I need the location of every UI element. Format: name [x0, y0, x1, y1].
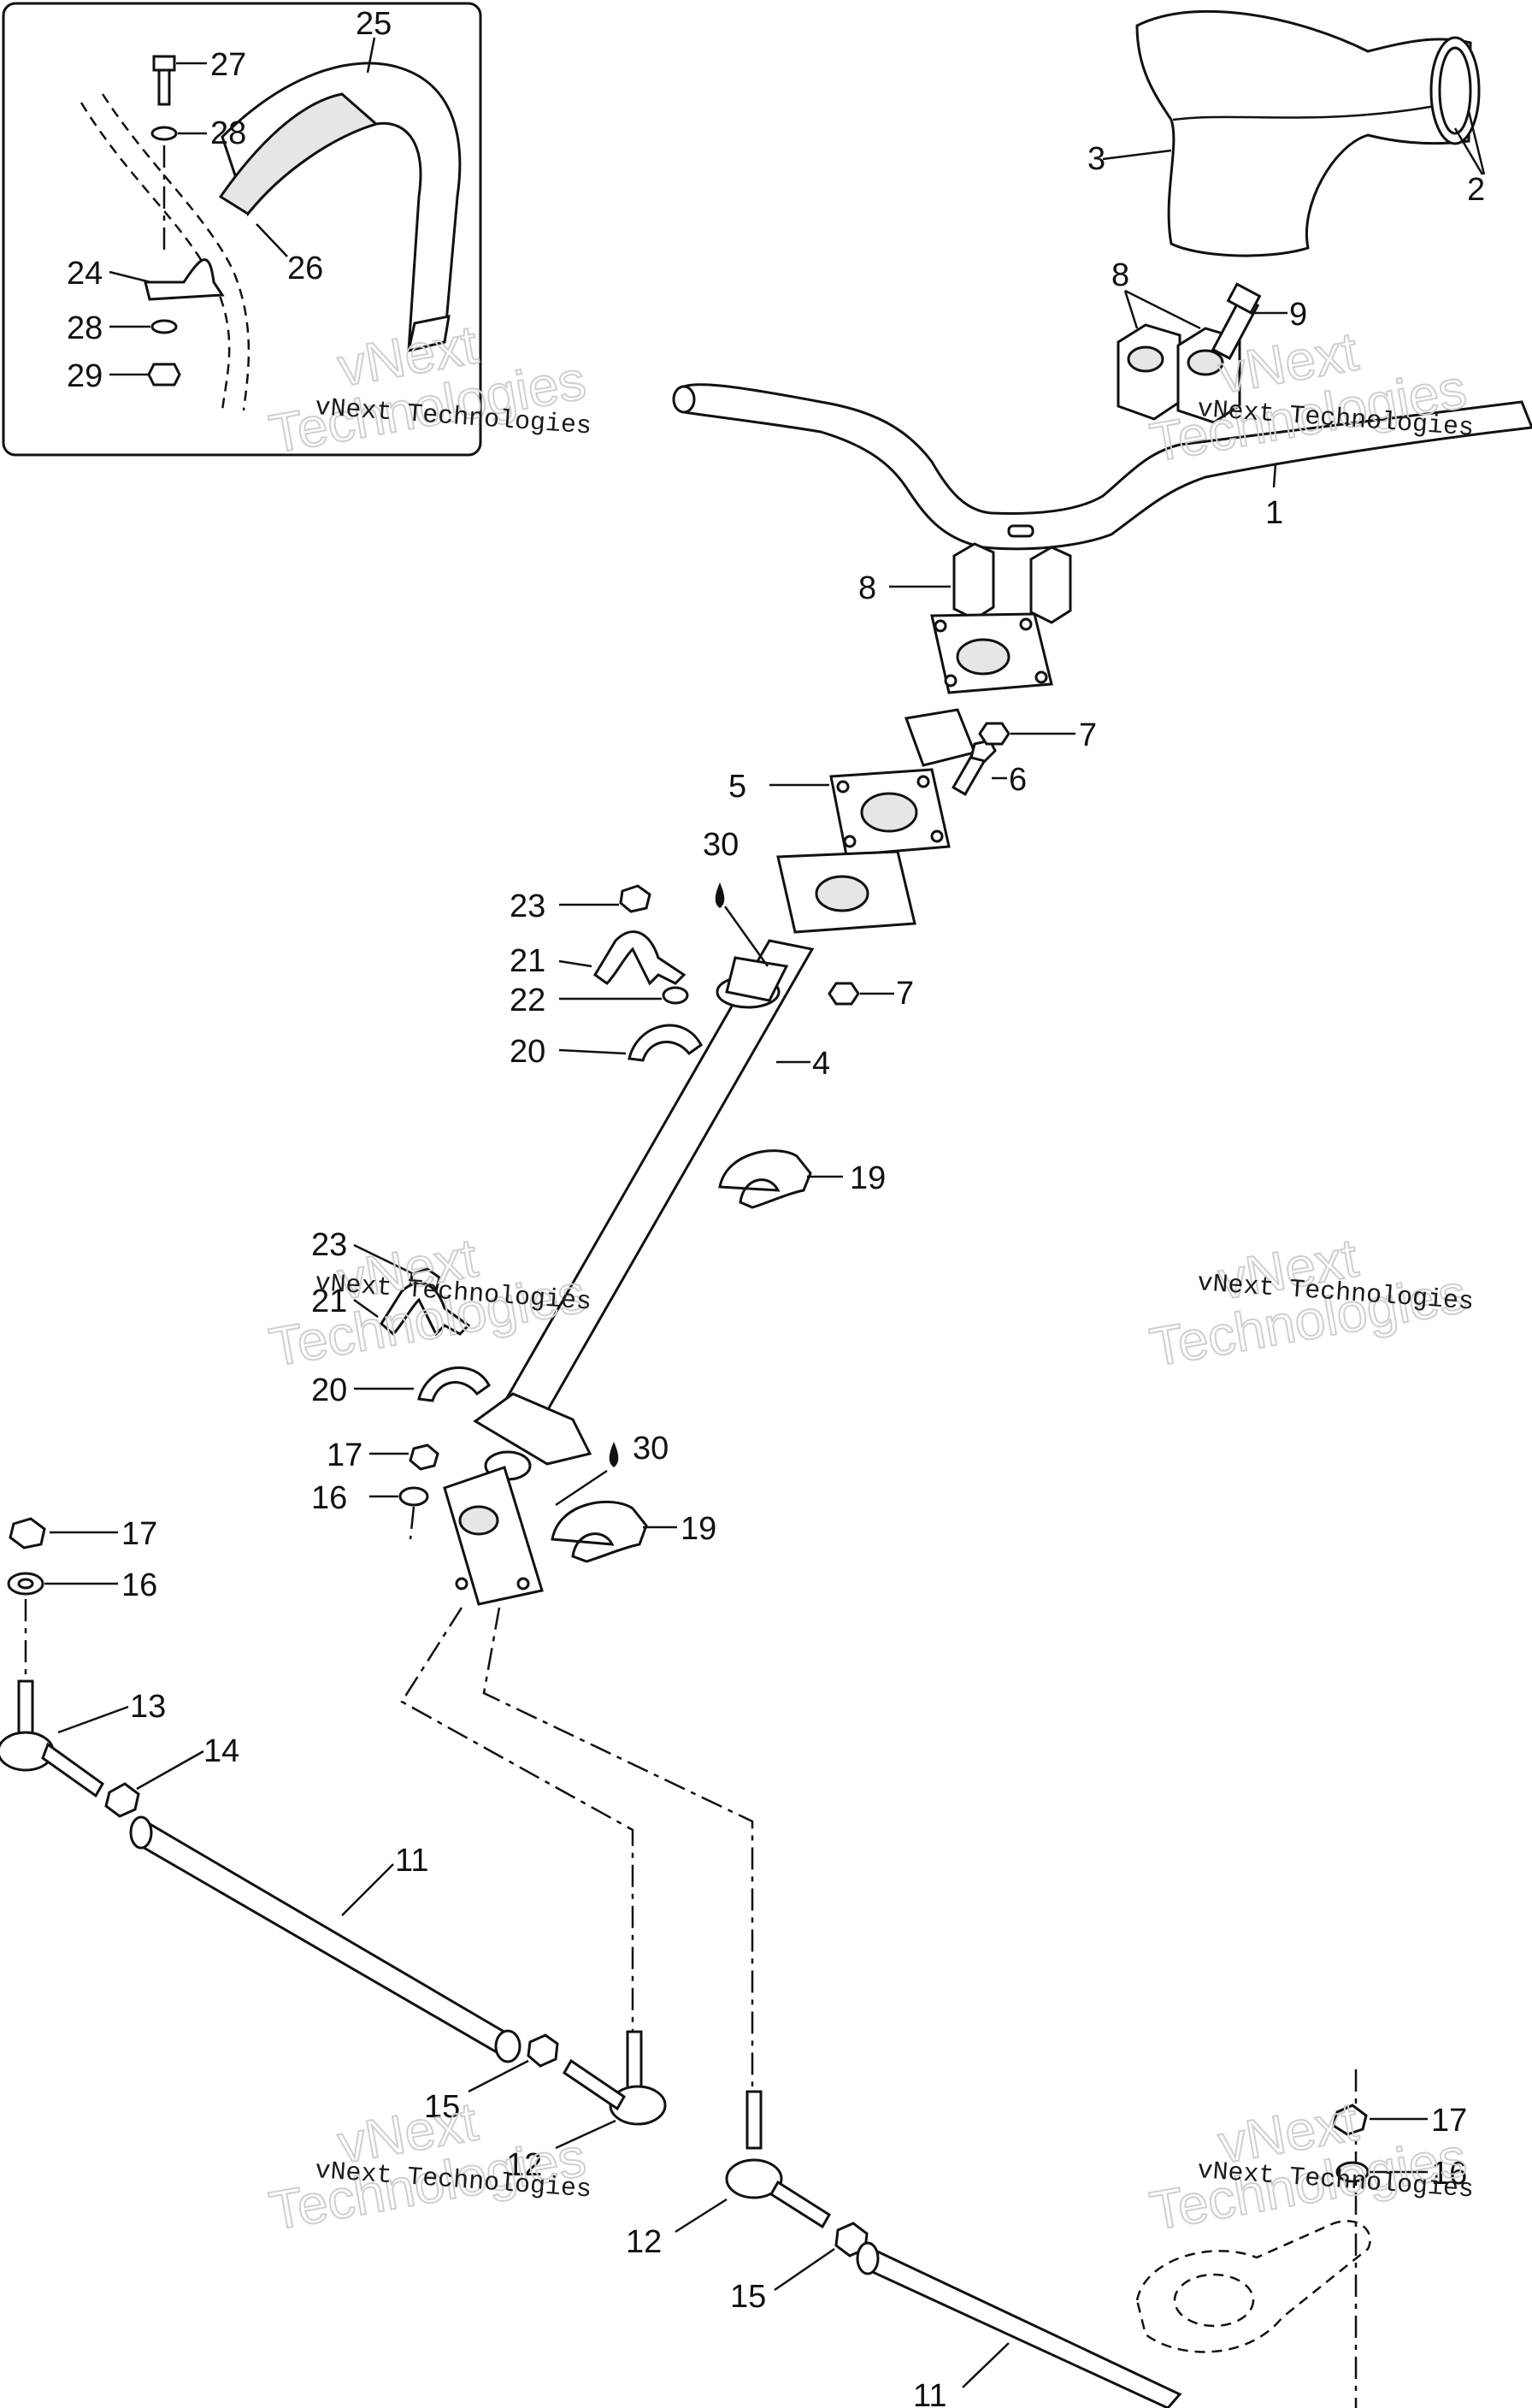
bolt-9	[1211, 282, 1262, 361]
callout-8-top: 8	[1111, 257, 1129, 293]
nut-14	[104, 1782, 140, 1818]
grease-drop-30-upper	[715, 882, 725, 908]
ball-joint-12-upper	[563, 2030, 667, 2126]
washer-16-column	[398, 1486, 429, 1507]
callout-16-right: 16	[1431, 2156, 1467, 2192]
callout-28-bottom: 28	[67, 310, 103, 346]
clamp-21-lower	[380, 1282, 471, 1337]
callout-23-upper: 23	[510, 888, 545, 924]
tie-rod-11-upper	[129, 1815, 521, 2063]
callout-17-column: 17	[327, 1437, 362, 1473]
nut-7-upper	[978, 722, 1011, 746]
callout-27: 27	[210, 47, 246, 83]
washer-28-top	[150, 126, 178, 141]
bushing-19-lower	[551, 1500, 648, 1563]
callout-20-lower: 20	[311, 1372, 347, 1408]
bushing-20-lower	[417, 1366, 491, 1402]
callout-21-lower: 21	[311, 1284, 347, 1319]
callout-7-lower: 7	[896, 976, 914, 1012]
steering-arm	[1135, 2220, 1371, 2353]
ball-joint-12-lower	[725, 2090, 832, 2229]
callout-13: 13	[130, 1689, 166, 1725]
handlebar-cover-3	[1135, 9, 1481, 257]
nut-17-left	[9, 1517, 46, 1549]
callout-12-upper: 12	[506, 2147, 542, 2183]
callout-29: 29	[67, 358, 103, 394]
callout-30-upper: 30	[703, 827, 739, 863]
callout-1: 1	[1265, 495, 1283, 531]
watermark-bottom-right: vNext Technologies vNext Technologies	[1145, 2089, 1475, 2242]
nut-17-right	[1332, 2104, 1368, 2136]
bushing-19-upper	[718, 1149, 812, 1209]
callout-9: 9	[1289, 297, 1307, 333]
nut-23-upper	[619, 884, 651, 913]
callout-8-lower: 8	[858, 570, 876, 606]
watermark-mid-right: vNext Technologies vNext Technologies	[1145, 1225, 1475, 1378]
callout-3: 3	[1087, 141, 1105, 177]
bolt-27	[152, 55, 176, 106]
nut-15-upper	[527, 2033, 559, 2068]
callout-5: 5	[728, 769, 746, 805]
callout-22: 22	[510, 983, 545, 1018]
callout-15-lower: 15	[730, 2279, 766, 2315]
callout-19-upper: 19	[850, 1160, 886, 1196]
ball-joint-13	[0, 1679, 104, 1798]
callout-20-upper: 20	[510, 1034, 545, 1070]
washer-16-right	[1335, 2161, 1370, 2183]
callout-14: 14	[203, 1733, 239, 1769]
callout-11-upper: 11	[395, 1843, 428, 1879]
pad-25	[218, 62, 462, 353]
steering-column-4	[443, 612, 1053, 1606]
callout-11-lower: 11	[913, 2378, 946, 2408]
callout-4: 4	[812, 1046, 830, 1082]
callout-28-top: 28	[210, 115, 246, 151]
callout-15-upper: 15	[424, 2089, 460, 2125]
watermark-bottom-left: vNext Technologies vNext Technologies	[264, 2089, 592, 2242]
callout-26: 26	[287, 251, 323, 286]
callout-30-lower: 30	[633, 1431, 669, 1467]
callout-23-lower: 23	[311, 1227, 347, 1263]
callout-17-left: 17	[121, 1516, 157, 1552]
clamp-block-8-lower	[952, 542, 1072, 624]
callout-16-column: 16	[311, 1480, 347, 1516]
nut-7-lower	[828, 982, 860, 1006]
watermark-inset: vNext Technologies vNext Technologies	[264, 312, 592, 465]
grease-drop-30-lower	[609, 1442, 619, 1467]
callout-12-lower: 12	[626, 2224, 662, 2260]
callout-2: 2	[1467, 172, 1485, 208]
callout-17-right: 17	[1431, 2103, 1467, 2139]
clamp-21-upper	[593, 930, 686, 986]
callout-19-lower: 19	[681, 1511, 716, 1547]
nut-17-column	[409, 1443, 439, 1471]
washer-22	[662, 986, 689, 1005]
bushing-20-upper	[628, 1024, 703, 1062]
nut-29	[147, 363, 181, 387]
washer-28-bottom	[150, 319, 178, 334]
inset-detail: 27 28 24 28 29 25 26	[2, 2, 482, 457]
clamp-24	[144, 258, 225, 301]
tie-rod-11-lower	[856, 2241, 1182, 2408]
callout-25: 25	[356, 6, 392, 42]
callout-6: 6	[1009, 762, 1027, 798]
callout-21-upper: 21	[510, 943, 545, 979]
callout-24: 24	[67, 256, 103, 292]
callout-16-left: 16	[121, 1567, 157, 1603]
callout-7-upper: 7	[1079, 717, 1097, 753]
bolt-6	[952, 739, 997, 796]
